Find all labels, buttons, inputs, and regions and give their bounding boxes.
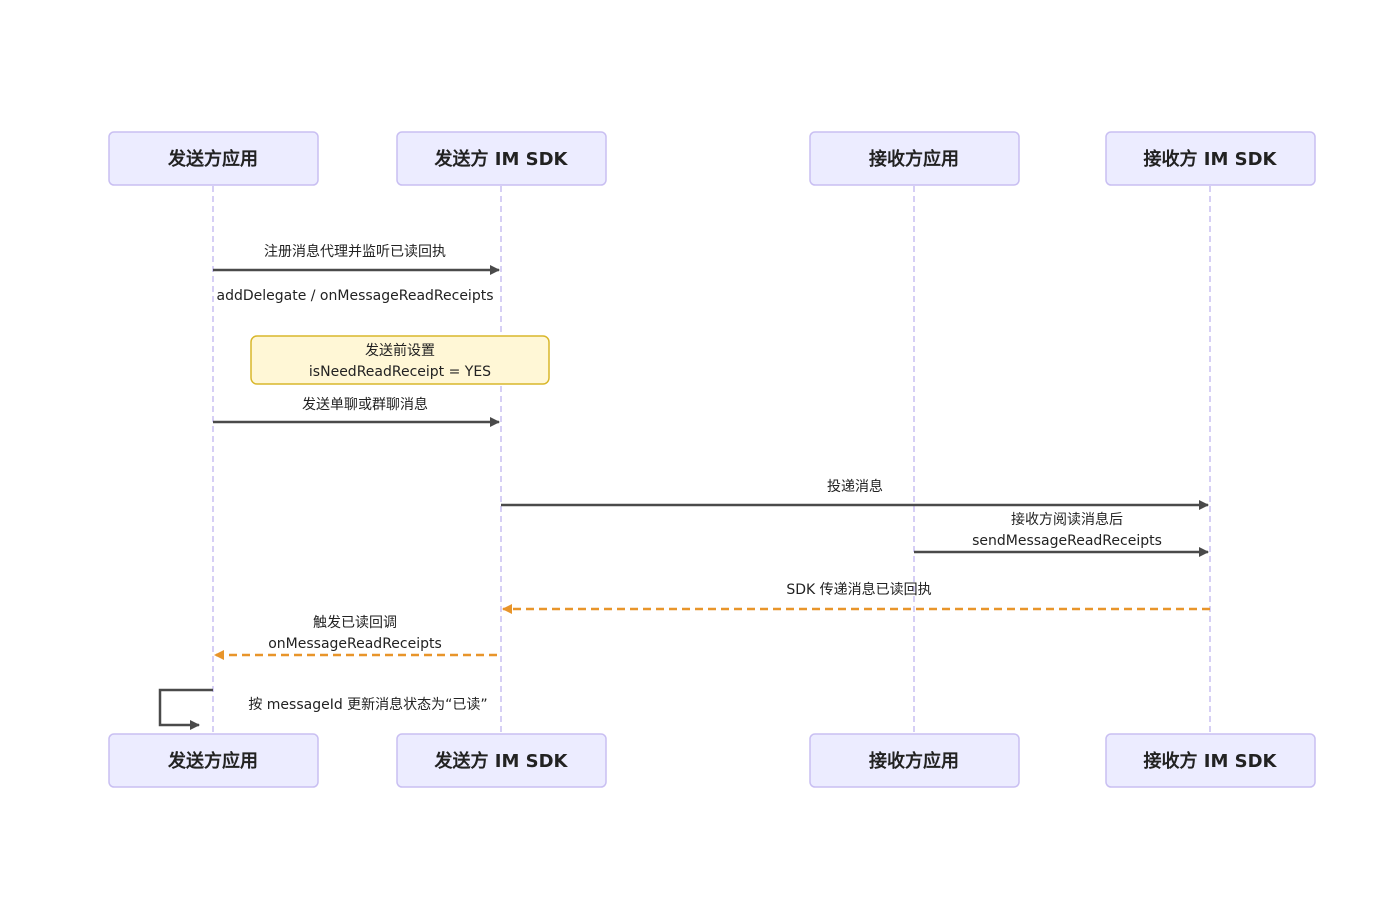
- message-sublabel: addDelegate / onMessageReadReceipts: [217, 288, 494, 304]
- message-sublabel: sendMessageReadReceipts: [972, 533, 1162, 549]
- participant-receiver-sdk-top: 接收方 IM SDK: [1105, 131, 1316, 186]
- message-label: 注册消息代理并监听已读回执: [264, 243, 446, 260]
- message-send-read-receipts: 接收方阅读消息后 sendMessageReadReceipts: [914, 511, 1209, 557]
- message-send-message: 发送单聊或群聊消息: [213, 396, 500, 427]
- participant-sender-app-bottom: 发送方应用: [108, 733, 319, 788]
- note-need-read-receipt: 发送前设置 isNeedReadReceipt = YES: [250, 335, 550, 385]
- message-update-status-self: 按 messageId 更新消息状态为“已读”: [158, 688, 488, 730]
- message-relay-read-receipt: SDK 传递消息已读回执: [502, 581, 1210, 614]
- message-label: 触发已读回调: [313, 614, 397, 631]
- message-label: 投递消息: [827, 478, 883, 495]
- participant-sender-sdk-bottom: 发送方 IM SDK: [396, 733, 607, 788]
- self-arrow: [158, 688, 213, 730]
- message-deliver: 投递消息: [501, 478, 1209, 510]
- message-trigger-callback: 触发已读回调 onMessageReadReceipts: [214, 614, 497, 660]
- participant-label: 发送方应用: [167, 148, 258, 170]
- message-label: 发送单聊或群聊消息: [302, 396, 428, 413]
- participant-receiver-sdk-bottom: 接收方 IM SDK: [1105, 733, 1316, 788]
- participant-label: 发送方 IM SDK: [434, 148, 569, 170]
- note-line-1: 发送前设置: [365, 342, 435, 359]
- participant-sender-app-top: 发送方应用: [108, 131, 319, 186]
- message-sublabel: onMessageReadReceipts: [268, 636, 442, 652]
- participant-label: 发送方 IM SDK: [434, 750, 569, 772]
- lifelines: [212, 186, 1211, 734]
- participant-receiver-app-bottom: 接收方应用: [809, 733, 1020, 788]
- note-line-2: isNeedReadReceipt = YES: [309, 364, 491, 380]
- participant-label: 接收方 IM SDK: [1144, 148, 1278, 170]
- participant-label: 接收方应用: [869, 750, 959, 772]
- participant-label: 接收方应用: [869, 148, 959, 170]
- message-label: SDK 传递消息已读回执: [786, 581, 931, 598]
- participant-label: 发送方应用: [167, 750, 258, 772]
- participant-label: 接收方 IM SDK: [1144, 750, 1278, 772]
- message-label: 接收方阅读消息后: [1011, 511, 1123, 528]
- participant-receiver-app-top: 接收方应用: [809, 131, 1020, 186]
- message-register-delegate: 注册消息代理并监听已读回执 addDelegate / onMessageRea…: [213, 243, 500, 304]
- participant-sender-sdk-top: 发送方 IM SDK: [396, 131, 607, 186]
- message-label: 按 messageId 更新消息状态为“已读”: [248, 696, 487, 713]
- participants-bottom: 发送方应用 发送方 IM SDK 接收方应用 接收方 IM SDK: [108, 733, 1316, 788]
- participants-top: 发送方应用 发送方 IM SDK 接收方应用 接收方 IM SDK: [108, 131, 1316, 186]
